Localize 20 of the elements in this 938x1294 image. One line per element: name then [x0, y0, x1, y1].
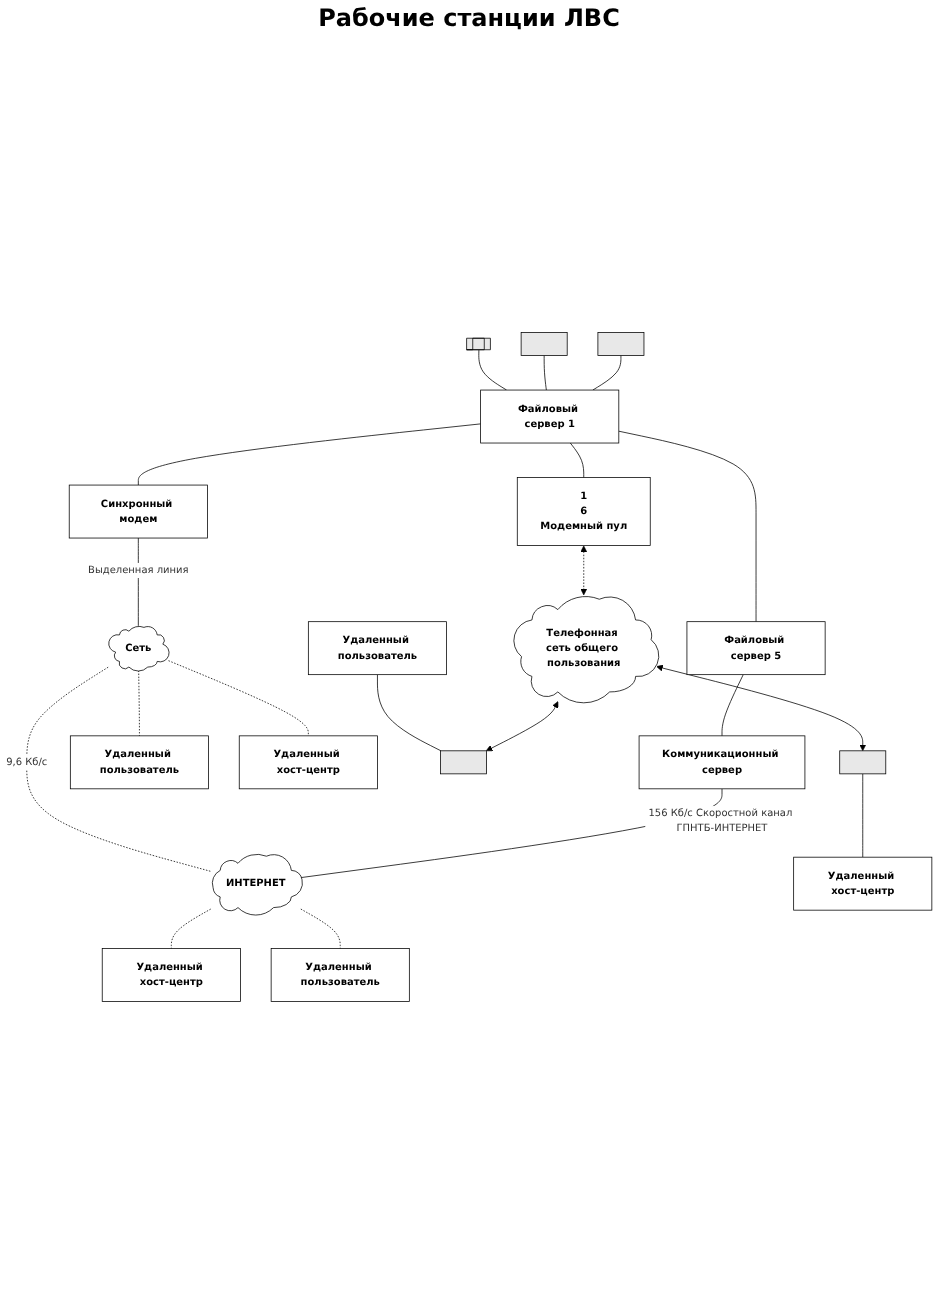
node-computer: [520, 332, 568, 356]
node-server: [466, 337, 491, 351]
connector: [592, 355, 622, 391]
connector: [168, 660, 309, 737]
note-text: Рабочие станции ЛВС: [318, 4, 620, 32]
connector: [26, 666, 212, 872]
connector: [138, 670, 140, 737]
connector: [377, 674, 442, 752]
connector: [478, 349, 507, 391]
connector: [170, 908, 212, 949]
connector: [618, 430, 757, 623]
connector: [543, 355, 547, 391]
connector: [137, 423, 481, 486]
connector: [300, 908, 341, 949]
connector: [721, 674, 744, 737]
node-computer: [597, 332, 645, 356]
connector: [569, 442, 585, 478]
node-box: [839, 750, 887, 775]
connector: [862, 773, 864, 858]
node-box: [440, 750, 487, 775]
